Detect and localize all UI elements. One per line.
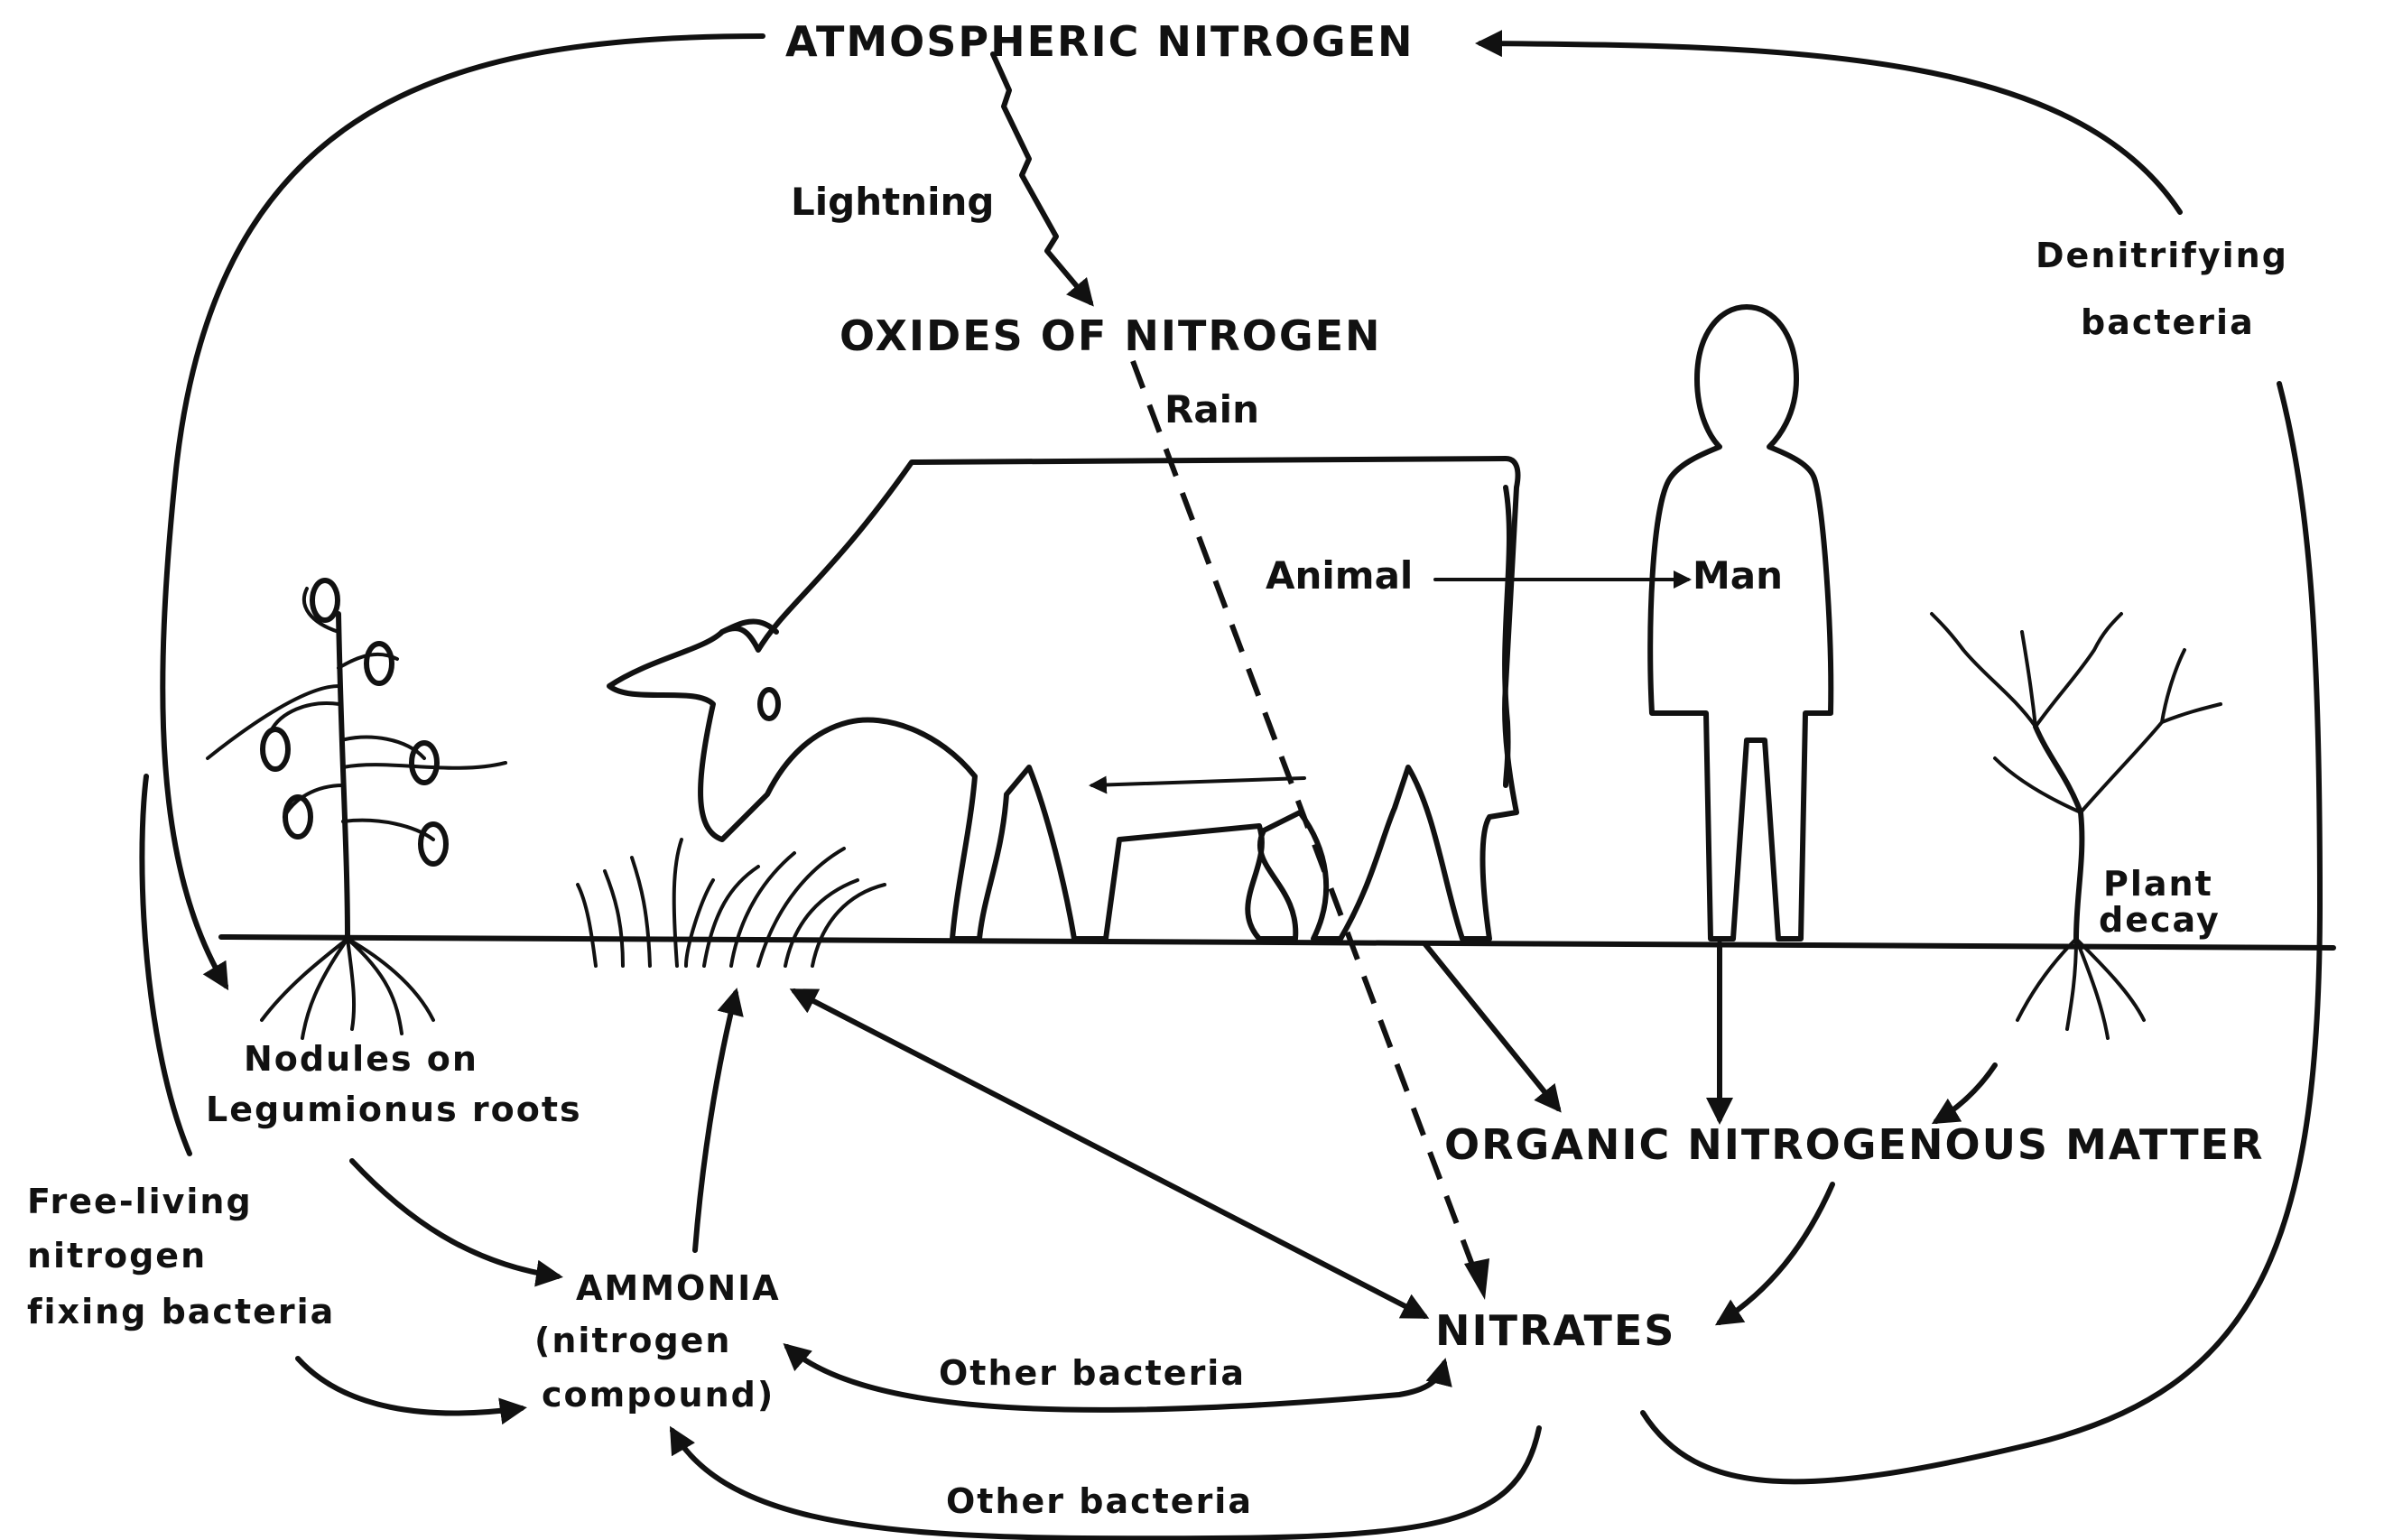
label-oxides-of-nitrogen: OXIDES OF NITROGEN [839, 311, 1382, 360]
label-organic-nitrogenous-matter: ORGANIC NITROGENOUS MATTER [1444, 1120, 2265, 1169]
rain-arrowhead [1464, 1258, 1489, 1300]
cow-figure [609, 459, 1518, 939]
arrow-atmosphere-to-nodules [162, 36, 763, 986]
arrow-nodules-to-ammonia [352, 1161, 558, 1276]
label-atmospheric-nitrogen: ATMOSPHERIC NITROGEN [785, 17, 1414, 66]
label-free-living-line2: nitrogen [27, 1236, 207, 1276]
label-ammonia-line2: (nitrogen [534, 1321, 731, 1360]
label-denitrifying-line1: Denitrifying [2036, 236, 2288, 275]
label-rain: Rain [1164, 387, 1259, 431]
man-figure [1650, 307, 1831, 939]
arrow-ammonia-to-grass [695, 993, 736, 1250]
arrow-nitrates-to-grass [794, 991, 1424, 1316]
arrow-animal-to-organic [1424, 943, 1558, 1109]
label-free-living-line1: Free-living [27, 1182, 253, 1221]
label-free-living-line3: fixing bacteria [27, 1292, 335, 1331]
label-other-bacteria-upper: Other bacteria [939, 1353, 1246, 1393]
label-ammonia: AMMONIA (nitrogen compound) [534, 1268, 794, 1415]
label-plant-decay-line1: Plant [2103, 864, 2213, 904]
label-free-living-bacteria: Free-living nitrogen fixing bacteria [27, 1182, 335, 1331]
label-nodules-line1: Nodules on [244, 1039, 478, 1079]
label-plant-decay: Plant decay [2099, 864, 2227, 940]
arrow-free-living-to-atmosphere [142, 776, 190, 1154]
label-plant-decay-line2: decay [2099, 900, 2221, 940]
label-nodules-on-legume-roots: Nodules on Legumionus roots [206, 1039, 582, 1129]
arrow-plant-decay-to-organic [1936, 1065, 1995, 1121]
label-nodules-line2: Legumionus roots [206, 1090, 582, 1129]
label-ammonia-line3: compound) [542, 1375, 774, 1415]
label-denitrifying-bacteria: Denitrifying bacteria [2036, 236, 2302, 342]
arrow-denitrifying-to-atmosphere [1480, 43, 2180, 212]
label-ammonia-line1: AMMONIA [576, 1268, 781, 1308]
grass-tuft [578, 840, 885, 966]
label-man: Man [1693, 553, 1783, 598]
legume-plant [208, 580, 505, 1038]
label-nitrates: NITRATES [1435, 1306, 1675, 1355]
label-other-bacteria-lower: Other bacteria [946, 1481, 1253, 1521]
label-animal: Animal [1266, 553, 1413, 598]
label-denitrifying-line2: bacteria [2081, 302, 2255, 342]
arrow-free-living-to-ammonia [298, 1359, 522, 1413]
arrow-organic-to-nitrates [1720, 1184, 1832, 1322]
bare-tree [1932, 614, 2221, 1038]
lightning-bolt [993, 54, 1090, 302]
label-lightning: Lightning [791, 180, 994, 224]
arrow-grass-to-animal [1092, 778, 1304, 785]
